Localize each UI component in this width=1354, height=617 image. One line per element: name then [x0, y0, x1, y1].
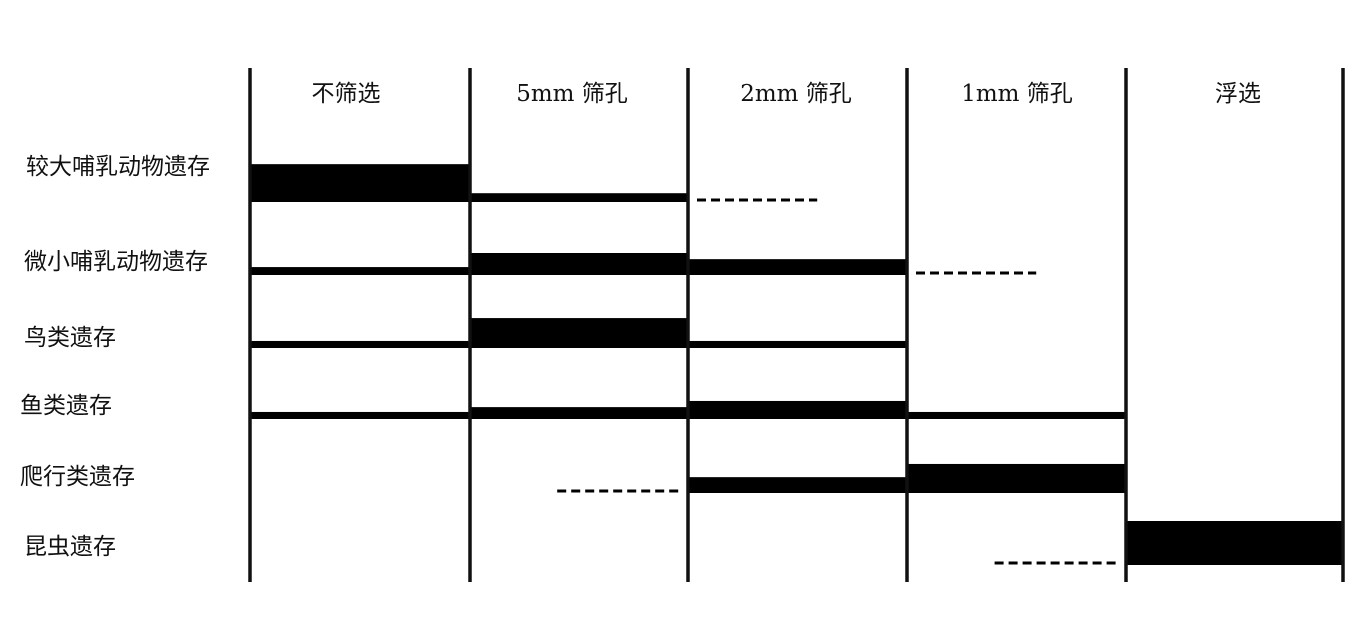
- column-headers: 不筛选 5mm 筛孔 2mm 筛孔 1mm 筛孔 浮选: [312, 81, 1262, 107]
- recovery-bar-row2-col1: [250, 267, 470, 275]
- recovery-bar-row1-col2: [470, 193, 688, 202]
- row-label-fish: 鱼类遗存: [20, 393, 112, 419]
- recovery-bar-row4-col3: [688, 400, 907, 419]
- column-header-flotation: 浮选: [1215, 81, 1261, 107]
- recovery-bar-row5-col3: [688, 477, 907, 493]
- column-dividers: [248, 68, 1345, 582]
- recovery-bar-row2-col2: [470, 253, 688, 275]
- column-header-2mm-screen: 2mm 筛孔: [740, 81, 852, 107]
- recovery-bar-row3-col3: [688, 340, 907, 348]
- column-header-5mm-screen: 5mm 筛孔: [516, 81, 628, 107]
- recovery-bar-row4-col2: [470, 407, 688, 419]
- row-label-reptile: 爬行类遗存: [20, 464, 135, 490]
- row-label-insect: 昆虫遗存: [24, 534, 116, 560]
- recovery-bar-row4-col1: [250, 411, 470, 419]
- recovery-bar-row6-col5: [1126, 521, 1343, 565]
- recovery-bars: [250, 164, 1343, 565]
- row-label-large-mammal: 较大哺乳动物遗存: [26, 154, 210, 180]
- trace-lines: [557, 198, 1118, 565]
- column-header-1mm-screen: 1mm 筛孔: [961, 81, 1073, 107]
- column-header-no-screen: 不筛选: [312, 81, 381, 107]
- recovery-bar-row3-col1: [250, 340, 470, 348]
- recovery-bar-row5-col4: [907, 463, 1126, 493]
- recovery-bar-row2-col3: [688, 259, 907, 275]
- recovery-bar-row3-col2: [470, 318, 688, 348]
- row-labels: 较大哺乳动物遗存 微小哺乳动物遗存 鸟类遗存 鱼类遗存 爬行类遗存 昆虫遗存: [20, 154, 210, 560]
- row-label-small-mammal: 微小哺乳动物遗存: [24, 249, 208, 275]
- row-label-bird: 鸟类遗存: [24, 325, 116, 351]
- recovery-bar-row1-col1: [250, 164, 470, 202]
- recovery-bar-row4-col4: [907, 411, 1126, 419]
